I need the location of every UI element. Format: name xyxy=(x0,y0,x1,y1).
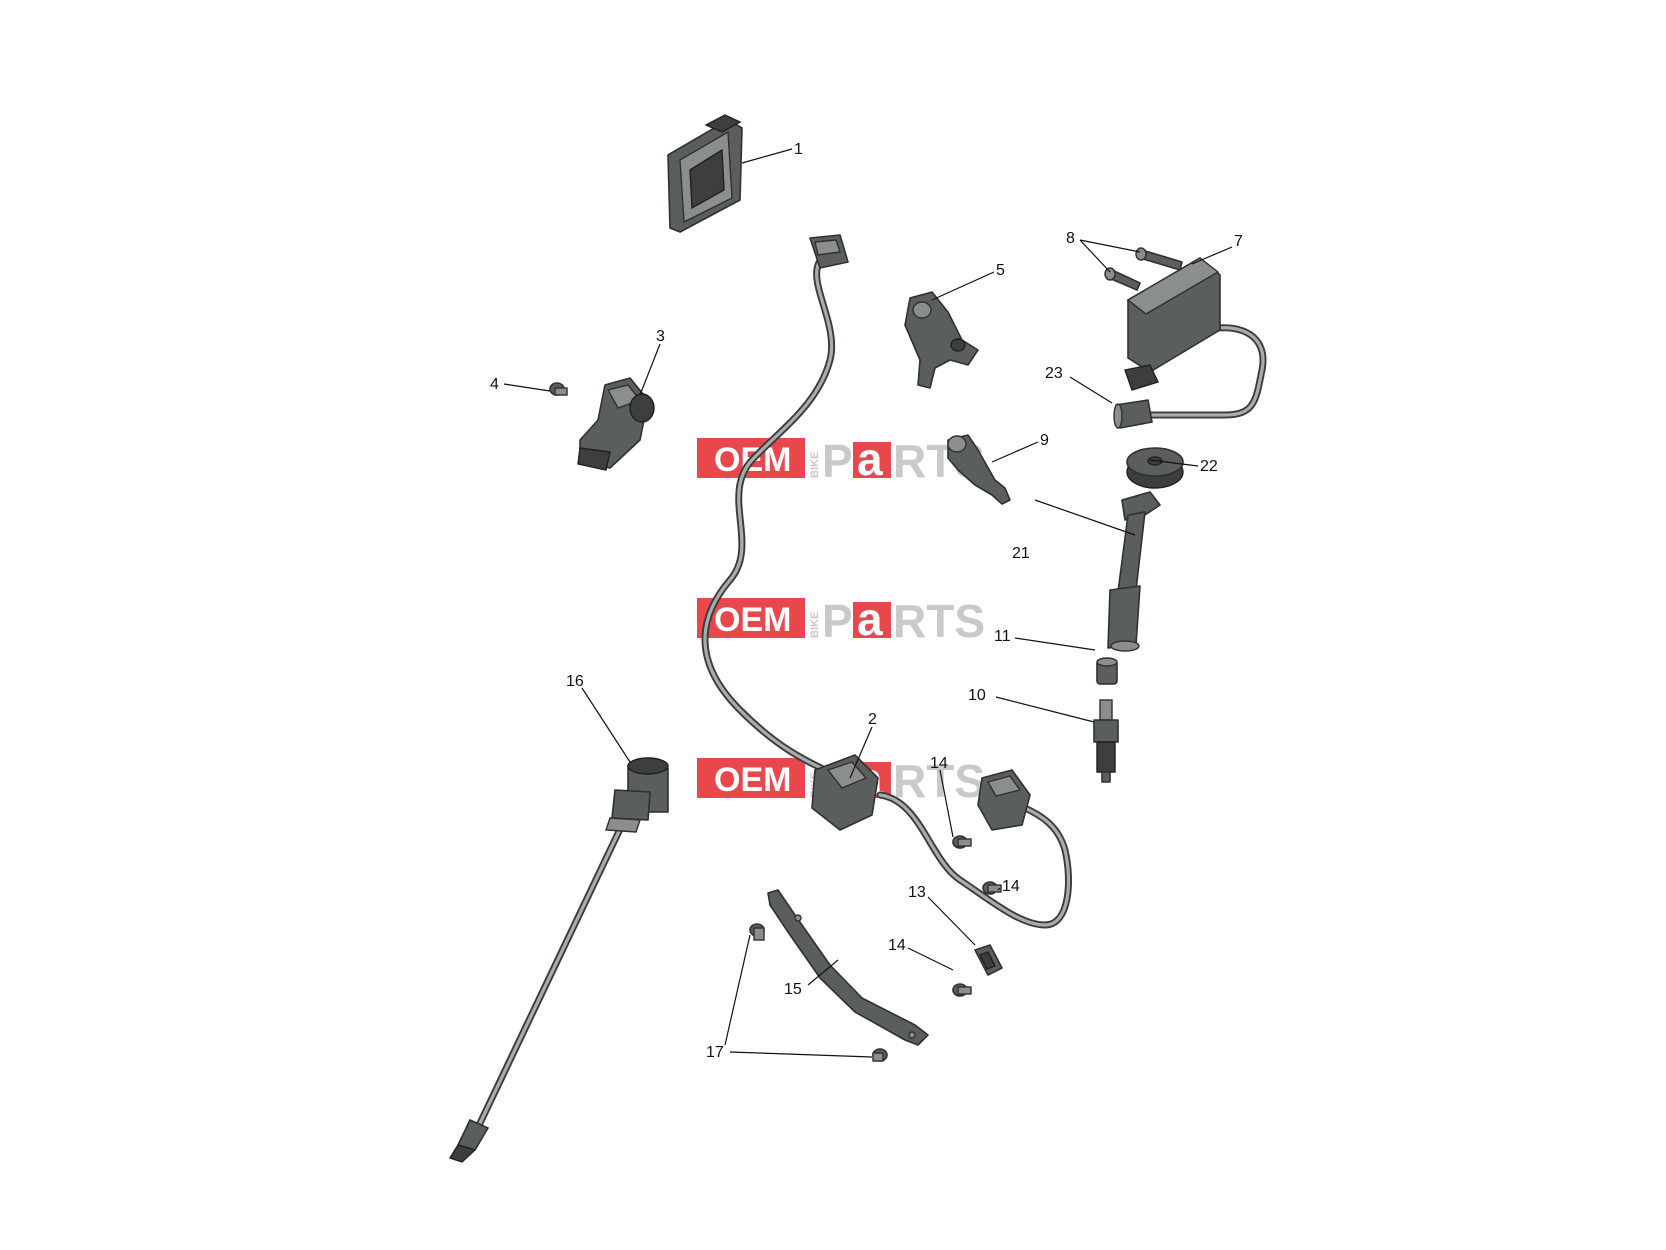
clip-13 xyxy=(974,944,1003,976)
callout-4: 4 xyxy=(490,376,499,393)
leader-11 xyxy=(1014,637,1096,651)
watermark-rts: RTS xyxy=(893,755,985,807)
callout-13: 13 xyxy=(908,884,926,901)
leader-8b xyxy=(1079,239,1111,273)
callout-15: 15 xyxy=(784,981,802,998)
leader-lines xyxy=(503,148,1233,1058)
harness-top-connector-face xyxy=(814,239,841,256)
bolt-17-lower xyxy=(872,1048,888,1062)
wiring-harness xyxy=(701,234,1072,929)
temperature-sensor xyxy=(947,434,1011,505)
watermark-red-box xyxy=(697,758,805,798)
leader-21 xyxy=(1034,499,1136,536)
leader-14a xyxy=(939,769,954,838)
watermark-top: OEM BIKE P a RTS xyxy=(697,433,985,487)
leader-4 xyxy=(503,383,551,392)
callout-9: 9 xyxy=(1040,432,1049,449)
leader-10 xyxy=(995,696,1095,723)
callout-21: 21 xyxy=(1012,545,1030,562)
leader-15 xyxy=(807,959,839,986)
watermark-bike: BIKE xyxy=(809,452,821,478)
leader-14c xyxy=(907,947,954,971)
watermark-oem: OEM xyxy=(714,761,791,799)
leader-23 xyxy=(1069,376,1113,404)
leader-8a xyxy=(1079,239,1141,253)
callout-8: 8 xyxy=(1066,230,1075,247)
watermark-p: P xyxy=(822,595,853,647)
leader-17a xyxy=(724,934,751,1046)
watermark-a-box xyxy=(853,442,891,478)
leader-9 xyxy=(991,441,1039,463)
callout-5: 5 xyxy=(996,262,1005,279)
callout-11: 11 xyxy=(994,628,1011,645)
callout-14-upper: 14 xyxy=(930,755,948,772)
leader-2 xyxy=(849,726,873,779)
callout-22: 22 xyxy=(1200,458,1218,475)
leader-3 xyxy=(639,343,661,396)
map-sensor xyxy=(577,377,655,471)
ecu-module xyxy=(667,114,743,233)
oxygen-sensor-16 xyxy=(448,757,669,1163)
callout-numbers: 1 2 3 4 5 7 8 9 10 11 13 14 14 14 15 16 … xyxy=(490,141,1243,1061)
leader-1 xyxy=(741,148,793,164)
callout-10: 10 xyxy=(968,687,986,704)
harness-branch-sensor-face xyxy=(986,775,1022,797)
callout-23: 23 xyxy=(1045,365,1063,382)
callout-16: 16 xyxy=(566,673,584,690)
watermark-middle: OEM BIKE P a RTS xyxy=(697,593,985,647)
grommet-22 xyxy=(1126,447,1184,489)
bolt-14-lower xyxy=(952,983,972,997)
watermark-bike: BIKE xyxy=(809,612,821,638)
coil-boot-23 xyxy=(1113,399,1153,429)
bracket-15 xyxy=(767,889,929,1046)
screw-4 xyxy=(549,382,568,396)
callout-7: 7 xyxy=(1234,233,1243,250)
plug-terminal-11 xyxy=(1096,657,1118,685)
watermark-a: a xyxy=(857,593,883,645)
watermark-a-box xyxy=(853,602,891,638)
callout-2: 2 xyxy=(868,711,877,728)
callout-1: 1 xyxy=(794,141,803,158)
callout-14-middle: 14 xyxy=(1002,878,1020,895)
leader-22 xyxy=(1149,459,1199,467)
callout-14-lower: 14 xyxy=(888,937,906,954)
leader-5 xyxy=(931,271,995,301)
crank-position-sensor xyxy=(904,291,979,389)
leader-14b xyxy=(997,887,1001,891)
leader-16 xyxy=(581,687,631,763)
spark-plug-cap-21 xyxy=(1107,491,1161,652)
bolt-14-middle xyxy=(982,881,1002,895)
bolt-14-upper xyxy=(952,835,972,849)
spark-plug-10 xyxy=(1093,699,1119,783)
callout-17: 17 xyxy=(706,1044,724,1061)
bolt-17-upper xyxy=(749,923,765,941)
watermark-p: P xyxy=(822,435,853,487)
watermark-a: a xyxy=(857,433,883,485)
ignition-coil xyxy=(1124,257,1267,419)
leader-13 xyxy=(927,896,976,946)
bolts-8 xyxy=(1104,247,1183,291)
watermark-rts: RTS xyxy=(893,595,985,647)
harness-junction-top xyxy=(826,761,868,789)
leader-17b xyxy=(729,1051,873,1058)
leader-7 xyxy=(1191,246,1233,265)
callout-3: 3 xyxy=(656,328,665,345)
watermark-oem: OEM xyxy=(714,601,791,639)
